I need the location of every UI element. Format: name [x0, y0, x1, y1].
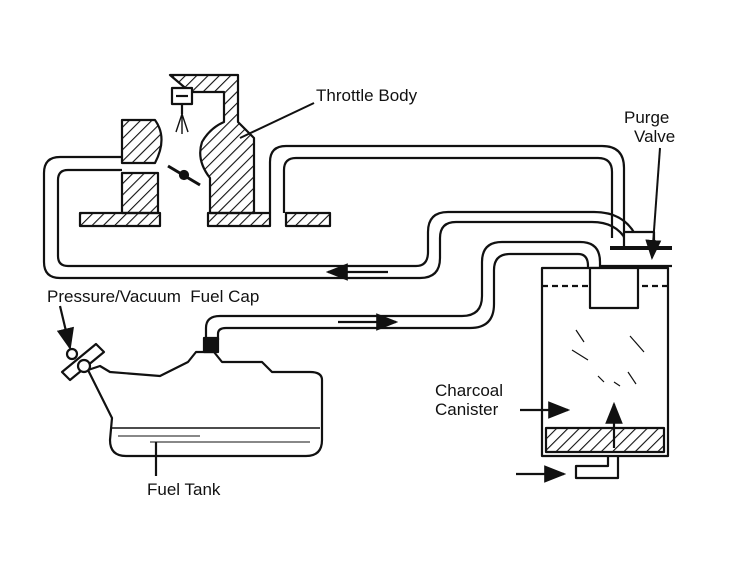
- purge-valve: [600, 147, 672, 268]
- purge-valve-label: Purge Valve: [624, 108, 675, 146]
- charcoal-canister-label-line2: Canister: [435, 400, 499, 419]
- vapor-line: [204, 240, 602, 340]
- vacuum-line: [268, 144, 626, 238]
- throttle-body: [78, 73, 332, 228]
- purge-valve-label-line2: Valve: [634, 127, 676, 146]
- fuel-tank: [56, 305, 324, 476]
- throttle-body-label: Throttle Body: [316, 86, 418, 105]
- charcoal-canister: [516, 266, 670, 483]
- fuel-cap-label: Pressure/Vacuum Fuel Cap: [47, 287, 260, 306]
- fuel-tank-label: Fuel Tank: [147, 480, 221, 499]
- charcoal-canister-label-line1: Charcoal: [435, 381, 504, 400]
- charcoal-canister-label: Charcoal Canister: [435, 381, 503, 419]
- purge-line: [42, 155, 641, 280]
- purge-valve-label-line1: Purge: [624, 108, 670, 127]
